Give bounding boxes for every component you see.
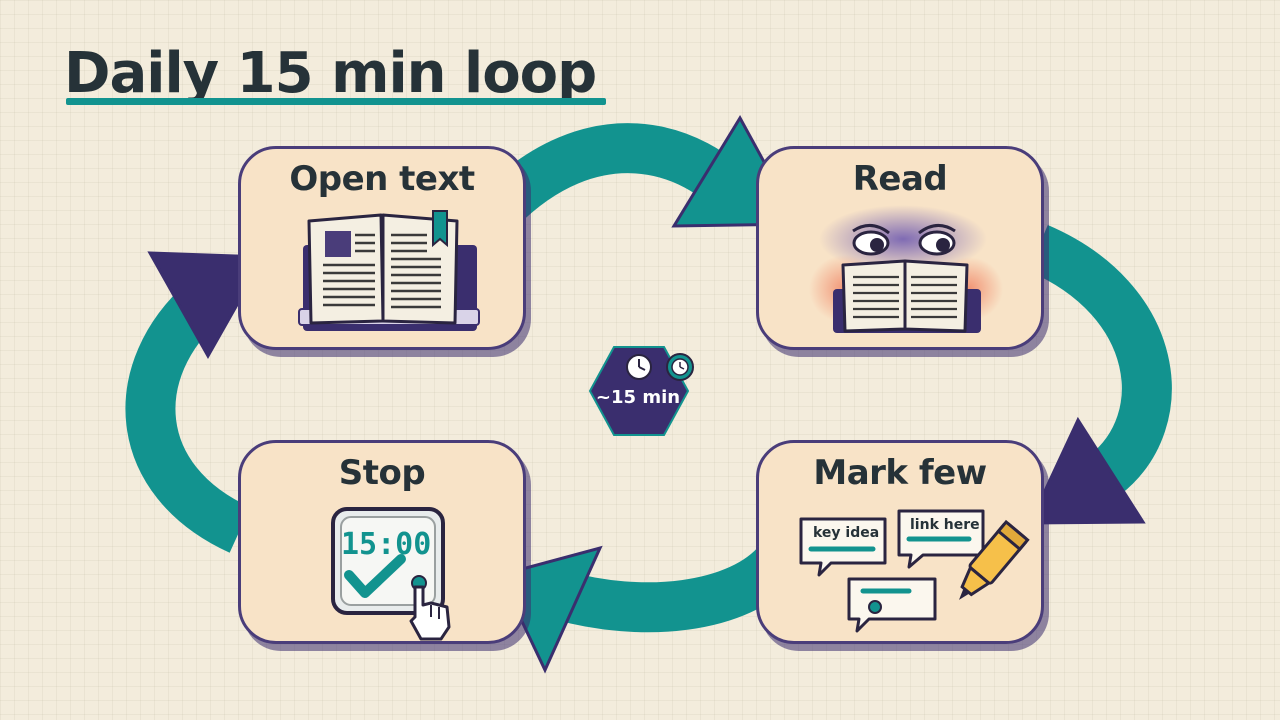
page-title: Daily 15 min loop	[64, 41, 597, 106]
open-book-icon	[298, 210, 480, 331]
eyes-icon	[852, 224, 956, 256]
note-bubble	[847, 577, 937, 633]
note-dot	[868, 600, 882, 614]
stopwatch-check-icon	[331, 507, 451, 641]
arrowhead-open	[147, 251, 267, 360]
arrow-read-to-mark	[1027, 225, 1172, 495]
arrowhead-mark	[1027, 416, 1146, 525]
center-timer-label: ~15 min	[595, 387, 681, 408]
center-timer-badge: ~15 min	[588, 343, 698, 439]
step-label: Mark few	[813, 453, 987, 493]
timer-readout: 15:00	[341, 527, 432, 562]
check-icon	[344, 554, 406, 598]
step-label: Read	[852, 159, 948, 199]
arrow-stop-to-open	[125, 281, 252, 553]
title-underline	[66, 98, 606, 105]
note-text-link-here: link here	[910, 517, 980, 533]
bookmark-icon	[432, 210, 448, 248]
reading-eyes-icon	[809, 205, 1003, 333]
step-card-open-text: Open text	[238, 146, 526, 350]
alarm-clock-icon	[666, 353, 694, 381]
step-card-read: Read	[756, 146, 1044, 350]
step-card-mark-few: Mark few key idea link here	[756, 440, 1044, 644]
annotation-notes-icon	[799, 509, 1030, 633]
step-label: Open text	[289, 159, 475, 199]
highlighter-icon	[959, 519, 1030, 600]
step-label: Stop	[338, 453, 426, 493]
clock-icon	[626, 354, 652, 380]
pointer-hand-icon	[409, 585, 451, 641]
step-card-stop: Stop 15:00	[238, 440, 526, 644]
note-text-key-idea: key idea	[813, 525, 880, 541]
